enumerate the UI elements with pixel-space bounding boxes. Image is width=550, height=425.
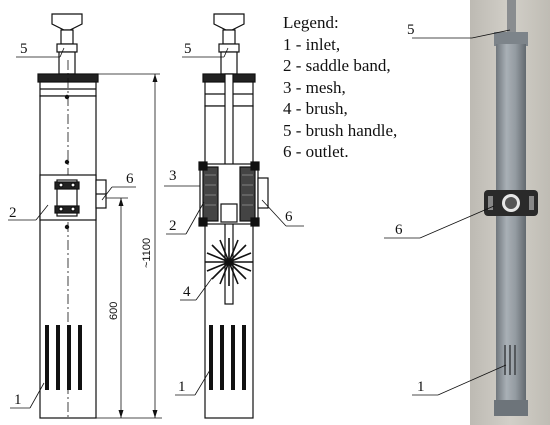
legend-item-brush-handle: 5 - brush handle, [283, 120, 398, 140]
section-view-drawing [164, 13, 304, 419]
label-mesh-section: 3 [169, 168, 177, 184]
label-outlet-photo: 6 [395, 222, 403, 238]
legend-item-inlet: 1 - inlet, [283, 34, 341, 54]
label-inlet-left: 1 [14, 392, 22, 408]
label-handle-left: 5 [20, 41, 28, 57]
brush-handle-top [51, 13, 83, 75]
label-handle-section: 5 [184, 41, 192, 57]
legend-item-outlet: 6 - outlet. [283, 142, 349, 161]
legend-item-mesh: 3 - mesh, [283, 77, 346, 97]
photo-leaders [384, 29, 511, 396]
label-outlet-left: 6 [126, 171, 134, 187]
side-view-drawing [8, 13, 162, 419]
label-saddle-left: 2 [9, 205, 17, 221]
legend-item-saddle-band: 2 - saddle band, [283, 56, 391, 75]
dimension-overall: ~1100 [141, 238, 153, 268]
brush-bristles [205, 238, 253, 286]
label-brush-section: 4 [183, 284, 191, 300]
photo-panel [470, 0, 550, 425]
label-inlet-photo: 1 [417, 379, 425, 395]
dimension-lower: 600 [108, 302, 120, 320]
legend-item-brush: 4 - brush, [283, 99, 348, 118]
label-outlet-section: 6 [285, 209, 293, 225]
legend: Legend: 1 - inlet, 2 - saddle band, 3 - … [283, 12, 397, 163]
label-inlet-section: 1 [178, 379, 186, 395]
label-handle-photo: 5 [407, 22, 415, 38]
legend-title: Legend: [283, 13, 339, 32]
label-saddle-section: 2 [169, 218, 177, 234]
